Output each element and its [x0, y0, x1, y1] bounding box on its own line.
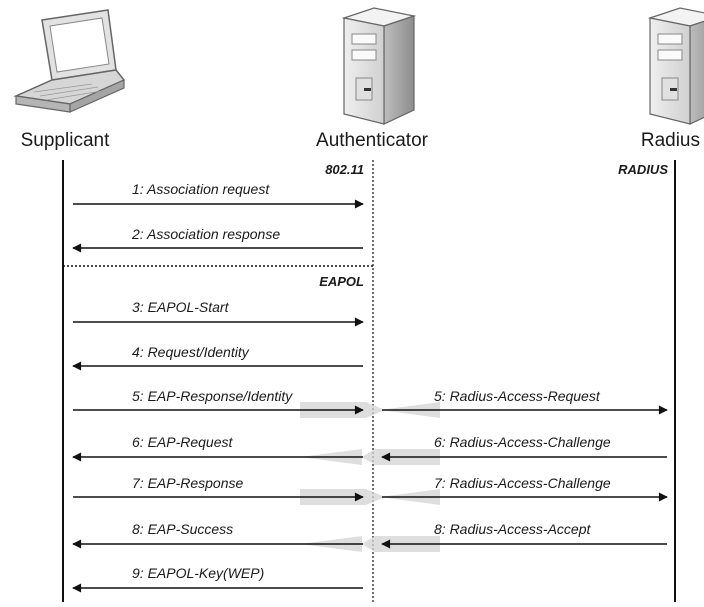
- message-label: 7: EAP-Response: [132, 475, 243, 491]
- message-label: 5: Radius-Access-Request: [434, 388, 601, 404]
- supplicant-label: Supplicant: [21, 130, 110, 151]
- message-label: 7: Radius-Access-Challenge: [434, 475, 611, 491]
- radius-label: Radius: [641, 130, 700, 151]
- message-label: 6: Radius-Access-Challenge: [434, 434, 611, 450]
- authenticator-label: Authenticator: [316, 130, 429, 151]
- message-label: 3: EAPOL-Start: [132, 299, 230, 315]
- message-label: 6: EAP-Request: [132, 434, 233, 450]
- protocol-label-radius: RADIUS: [618, 162, 668, 177]
- server-tower-icon: [647, 7, 704, 125]
- message-label: 2: Association response: [131, 226, 280, 242]
- highlight-bands: [300, 402, 440, 552]
- message-label: 4: Request/Identity: [132, 344, 250, 360]
- message-label: 1: Association request: [132, 181, 270, 197]
- protocol-label-80211: 802.11: [325, 162, 364, 177]
- message-label: 8: Radius-Access-Accept: [434, 521, 592, 537]
- server-tower-icon: [341, 7, 417, 125]
- message-label: 8: EAP-Success: [132, 521, 233, 537]
- message-label: 5: EAP-Response/Identity: [132, 388, 293, 404]
- laptop-icon: [13, 9, 126, 113]
- protocol-label-eapol: EAPOL: [319, 274, 364, 289]
- message-label: 9: EAPOL-Key(WEP): [132, 565, 264, 581]
